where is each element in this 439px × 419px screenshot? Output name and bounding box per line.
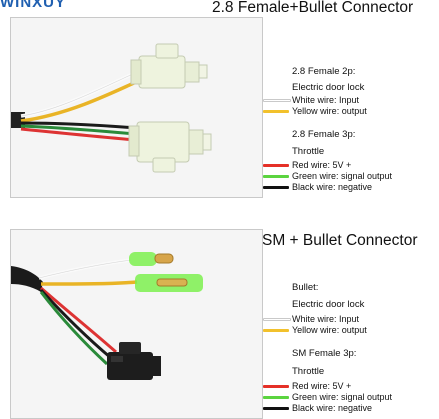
connector-photo-1 (10, 17, 263, 198)
bullet-connector-male (129, 252, 174, 266)
connector-photo-2 (10, 229, 263, 419)
s2-group2-name: Throttle (292, 366, 325, 377)
s1-group2-name: Throttle (292, 146, 325, 157)
white-wire-swatch (263, 318, 291, 321)
white-wire-swatch (263, 99, 291, 102)
s2-group1-wire-1: White wire: Input (292, 314, 360, 324)
green-wire-swatch (263, 175, 289, 178)
yellow-wire-swatch (263, 329, 289, 332)
s1-group1-wire-2: Yellow wire: output (292, 106, 367, 116)
s2-group2-wire-1: Red wire: 5V + (292, 381, 352, 391)
black-wire-swatch (263, 186, 289, 189)
s2-group1-wire-2: Yellow wire: output (292, 325, 367, 335)
female-2p-connector (130, 43, 208, 89)
s2-group2-heading: SM Female 3p: (292, 348, 357, 359)
brand-logo: WINXUY (0, 0, 66, 11)
s2-group1-name: Electric door lock (292, 299, 365, 310)
section2-title: SM + Bullet Connector (262, 232, 418, 249)
bullet-connector-female (135, 274, 203, 292)
s1-group1-name: Electric door lock (292, 82, 365, 93)
section1-title: 2.8 Female+Bullet Connector (212, 0, 414, 16)
s1-group2-heading: 2.8 Female 3p: (292, 129, 356, 140)
red-wire-swatch (263, 164, 289, 167)
s1-group2-wire-3: Black wire: negative (292, 182, 373, 192)
female-3p-connector (128, 121, 212, 173)
s1-group1-heading: 2.8 Female 2p: (292, 66, 356, 77)
black-wire-swatch (263, 407, 289, 410)
s1-group2-wire-1: Red wire: 5V + (292, 160, 352, 170)
s1-group1-wire-1: White wire: Input (292, 95, 360, 105)
sm-3p-connector (107, 342, 161, 380)
s1-group2-wire-2: Green wire: signal output (292, 171, 393, 181)
s2-group1-heading: Bullet: (292, 282, 319, 293)
red-wire-swatch (263, 385, 289, 388)
green-wire-swatch (263, 396, 289, 399)
s2-group2-wire-2: Green wire: signal output (292, 392, 393, 402)
s2-group2-wire-3: Black wire: negative (292, 403, 373, 413)
yellow-wire-swatch (263, 110, 289, 113)
